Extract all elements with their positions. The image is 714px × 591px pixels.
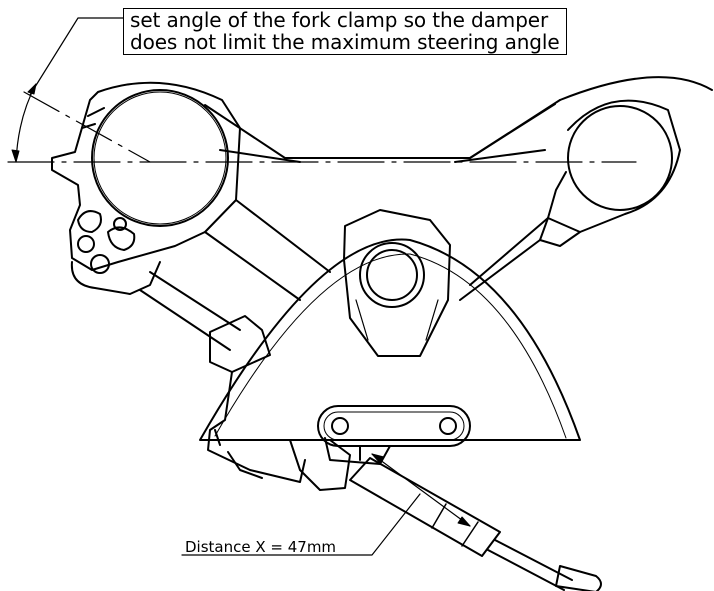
damper-rod-end xyxy=(555,565,602,591)
damper-piston-rod xyxy=(487,539,573,591)
triple-clamp-bridge xyxy=(204,99,561,163)
bracket-hole-1 xyxy=(77,235,95,253)
angle-leader-line xyxy=(29,17,125,96)
distance-dimension-label: Distance X = 47mm xyxy=(185,538,337,556)
damper-lower-body xyxy=(207,371,306,483)
lower-mount-tab xyxy=(214,429,263,479)
note-line-1: set angle of the fork clamp so the dampe… xyxy=(130,8,549,32)
angle-arrow-bottom xyxy=(11,149,20,163)
right-arm-outer-arc xyxy=(559,76,713,101)
main-body-inner-edge xyxy=(214,253,567,439)
right-clamp-ear xyxy=(539,217,581,247)
link-bolt-left xyxy=(331,417,349,435)
link-plate xyxy=(317,405,471,447)
angle-dimension-arc xyxy=(15,83,37,163)
right-arm-lower xyxy=(459,217,549,301)
distance-dimension-line xyxy=(371,453,471,527)
left-fork-tube-inner xyxy=(93,91,227,225)
link-bolt-right xyxy=(439,417,457,435)
link-plate-inner xyxy=(323,411,465,441)
bracket-lower-body xyxy=(70,261,161,295)
fork-clamp-angle-note: set angle of the fork clamp so the dampe… xyxy=(123,8,567,55)
distance-leader-line xyxy=(181,493,421,556)
stem-bore-outer xyxy=(359,242,425,308)
stem-bore-inner xyxy=(366,249,418,301)
stem-nut-flats xyxy=(355,299,439,341)
damper-body xyxy=(209,315,271,373)
right-clamp-body xyxy=(547,99,681,233)
damper-cylinder xyxy=(349,457,501,557)
left-clamp-body xyxy=(51,81,241,271)
link-bracket xyxy=(324,437,391,465)
left-clamp-slot xyxy=(81,107,105,129)
distance-arrow-top xyxy=(371,453,385,464)
damper-cylinder-ring xyxy=(431,503,479,547)
damper-rod-left xyxy=(139,271,241,351)
left-fork-tube xyxy=(91,89,229,227)
lower-mount xyxy=(289,439,351,491)
left-arm xyxy=(204,199,331,301)
bracket-cutout-1 xyxy=(77,210,102,233)
bracket-hole-2 xyxy=(90,254,110,274)
right-arm-upper xyxy=(469,103,556,159)
stem-hex-nut xyxy=(343,209,451,357)
bracket-hole-3 xyxy=(113,217,127,231)
distance-arrow-bottom xyxy=(457,516,471,527)
bracket-cutout-2 xyxy=(107,226,136,251)
angle-arrow-top xyxy=(27,83,37,95)
main-body xyxy=(199,238,581,441)
note-line-2: does not limit the maximum steering angl… xyxy=(130,30,560,54)
right-fork-tube xyxy=(567,105,673,211)
